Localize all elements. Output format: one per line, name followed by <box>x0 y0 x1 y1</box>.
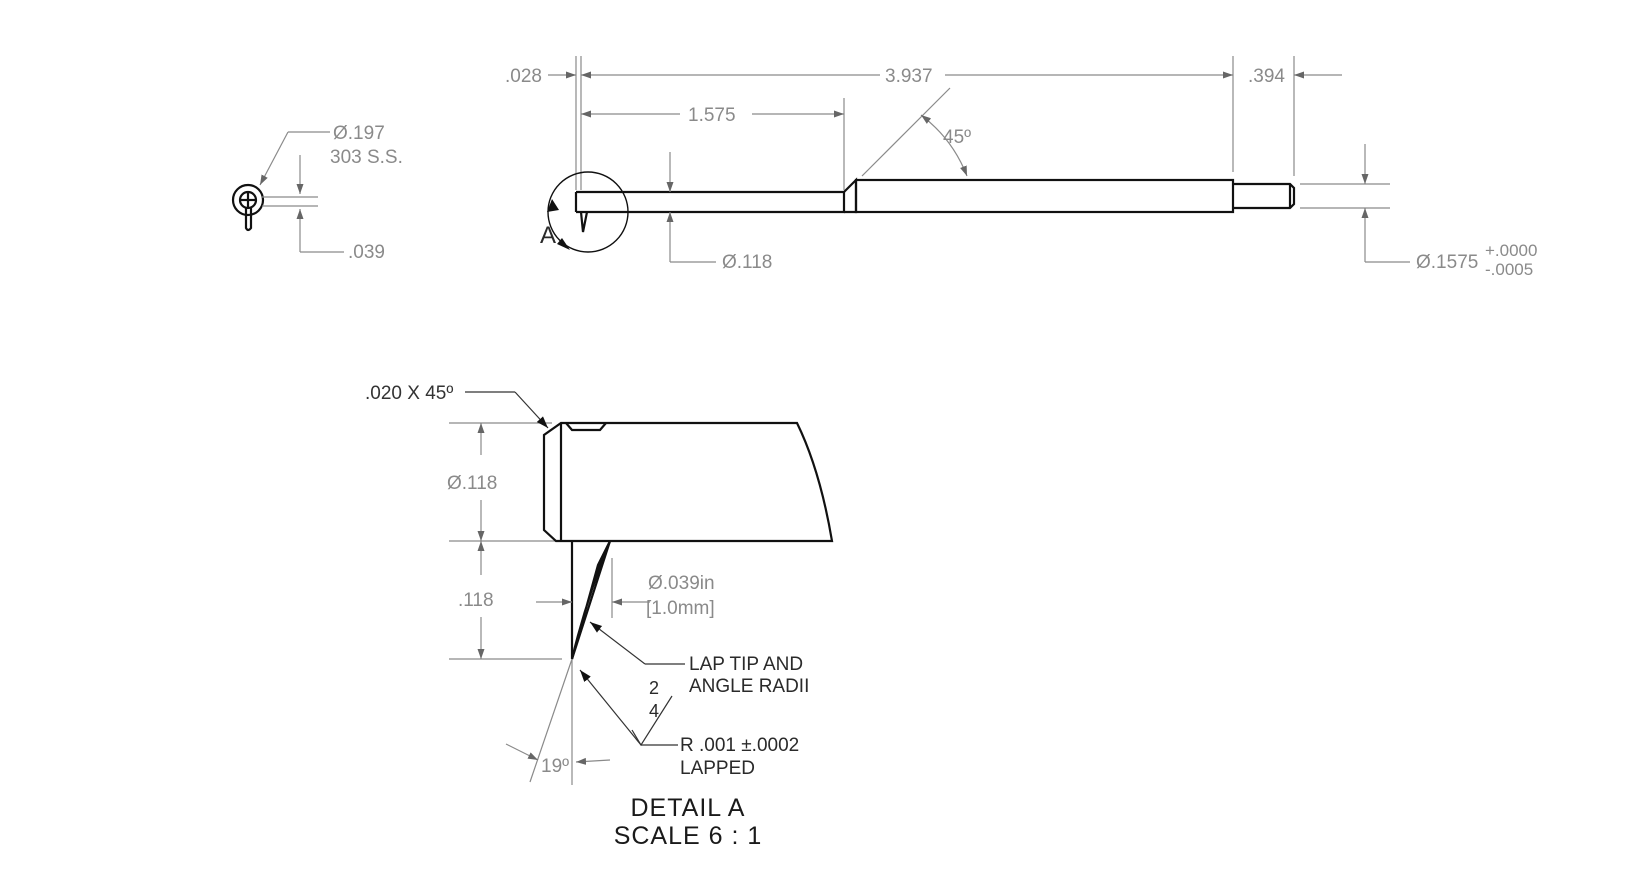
detail-body[interactable] <box>542 421 834 543</box>
end-view-diameter-label: Ø.197 <box>333 123 385 144</box>
end-view: Ø.197 303 S.S. .039 <box>231 123 403 263</box>
dim-shoulder-label: .394 <box>1248 66 1285 87</box>
tool-shank <box>854 178 1235 214</box>
end-view-offset-label: .039 <box>348 242 385 263</box>
shank-diameter-label: Ø.1575 <box>1416 252 1478 273</box>
end-view-material-label: 303 S.S. <box>330 147 403 168</box>
tool-tip <box>574 192 589 233</box>
tool-chamfer-transition <box>843 177 858 214</box>
side-view: .028 3.937 .394 1.575 45º A Ø.118 <box>505 56 1537 279</box>
lapped-note: LAPPED <box>680 758 755 779</box>
tool-neck <box>576 190 846 214</box>
detail-diameter-label: Ø.118 <box>447 473 497 494</box>
dim-neck-length-label: 1.575 <box>688 105 736 126</box>
shank-tol-plus: +.0000 <box>1485 241 1537 260</box>
radius-note: R .001 ±.0002 <box>680 735 799 756</box>
lap-note-line1: LAP TIP AND <box>689 654 803 675</box>
chamfer-label: .020 X 45º <box>365 383 453 404</box>
tip-diameter-in-label: Ø.039in <box>648 573 715 594</box>
finish-bottom: 4 <box>649 701 659 721</box>
detail-height-label: .118 <box>458 590 494 611</box>
lap-note-line2: ANGLE RADII <box>689 676 809 697</box>
detail-view: Ø.118 .118 .020 X 45º Ø.039in [1.0mm] LA… <box>365 383 834 850</box>
neck-diameter-label: Ø.118 <box>722 252 772 273</box>
tool-shoulder-pin <box>1233 182 1296 210</box>
end-view-tip <box>244 207 253 232</box>
dim-overall-label: 3.937 <box>885 66 933 87</box>
finish-top: 2 <box>649 678 659 698</box>
tip-diameter-mm-label: [1.0mm] <box>646 598 715 619</box>
detail-scale: SCALE 6 : 1 <box>614 822 763 850</box>
detail-a-circle <box>547 171 629 253</box>
detail-title: DETAIL A <box>631 794 746 822</box>
detail-callout-label[interactable]: A <box>540 222 556 249</box>
angle-19-label: 19º <box>541 756 569 777</box>
shank-tol-minus: -.0005 <box>1485 260 1533 279</box>
dim-tip-label: .028 <box>505 66 542 87</box>
angle-45-label: 45º <box>943 127 971 148</box>
end-view-outer-circle <box>231 183 265 217</box>
